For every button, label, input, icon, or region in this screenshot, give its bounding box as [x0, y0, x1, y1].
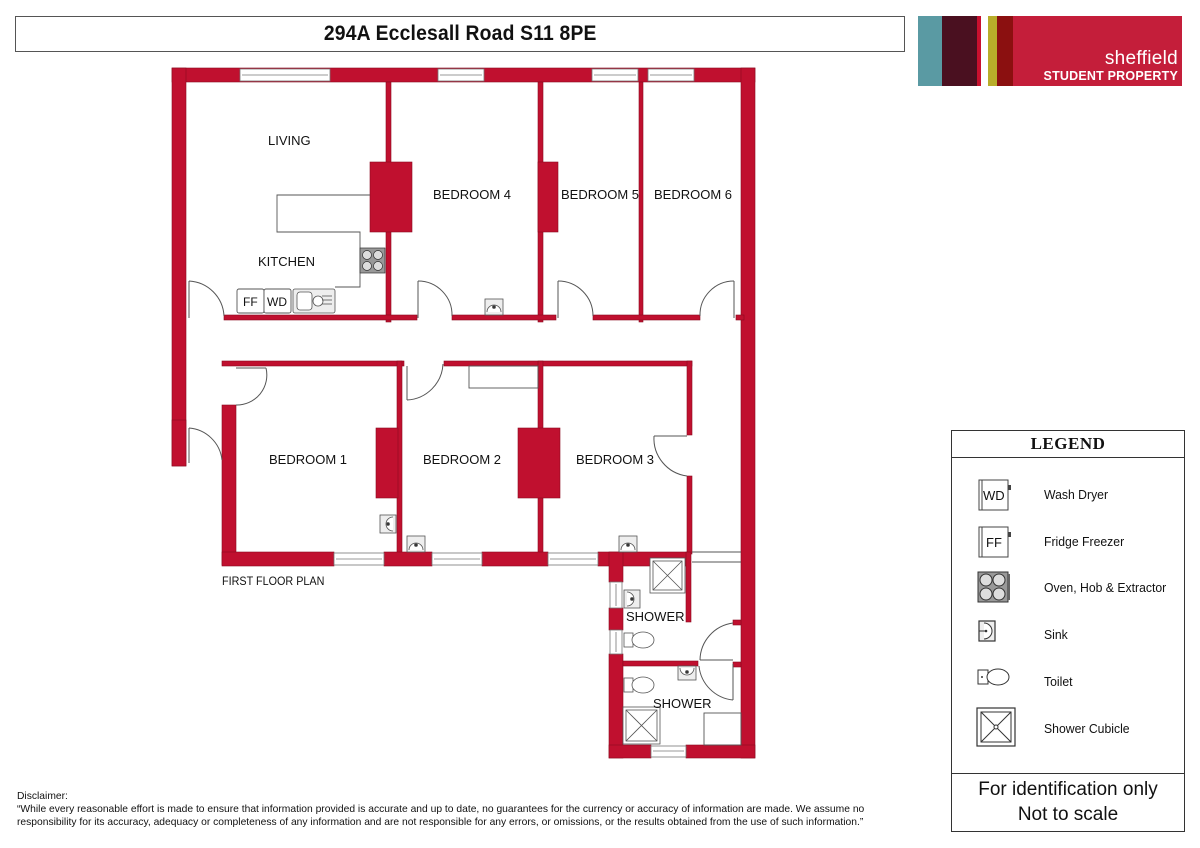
basin-bed1	[379, 514, 397, 534]
shower-cubicle-icon	[976, 707, 1016, 747]
disclaimer-text: “While every reasonable effort is made t…	[17, 804, 865, 828]
disclaimer-title: Disclaimer:	[17, 791, 68, 802]
shower-cubicle-1	[649, 557, 686, 594]
legend-item-fridge-freezer: FF Fridge Freezer	[952, 524, 1184, 564]
legend-label: Shower Cubicle	[1044, 721, 1130, 736]
page-title: 294A Ecclesall Road S11 8PE	[323, 22, 597, 45]
legend-label: Toilet	[1044, 674, 1073, 689]
logo-stripe-red	[977, 16, 981, 86]
svg-text:WD: WD	[983, 488, 1005, 503]
logo-stripe-olive	[988, 16, 997, 86]
room-label-bedroom-1: BEDROOM 1	[269, 452, 348, 467]
room-label-bedroom-5: BEDROOM 5	[561, 187, 640, 202]
basin-bed3	[618, 535, 638, 553]
logo-stripe-teal	[918, 16, 942, 86]
fridge-freezer-icon: FF	[978, 526, 1011, 558]
room-label-shower-2: SHOWER	[653, 696, 712, 711]
shower-cubicles	[622, 557, 686, 745]
logo-word: sheffield	[1104, 48, 1178, 69]
kitchen-sink-fixture	[292, 288, 336, 314]
toilets	[623, 631, 655, 694]
legend-footer-line1: For identification only	[978, 779, 1158, 800]
company-logo: sheffield STUDENT PROPERTY	[918, 16, 1182, 86]
logo-main: sheffield STUDENT PROPERTY	[1013, 16, 1182, 86]
doors	[188, 280, 735, 701]
windows	[239, 68, 695, 758]
toilet-shower2	[623, 676, 655, 694]
oven-hob-icon	[977, 571, 1010, 603]
legend-item-wash-dryer: WD Wash Dryer	[952, 477, 1184, 517]
legend-item-oven-hob: Oven, Hob & Extractor	[952, 570, 1184, 610]
kitchen-counters	[276, 194, 742, 746]
logo-subtitle: STUDENT PROPERTY	[1043, 69, 1178, 83]
basins	[379, 298, 697, 681]
legend-footer: For identification only Not to scale	[952, 773, 1184, 831]
legend-footer-line2: Not to scale	[1017, 804, 1119, 825]
basin-bed4	[484, 298, 504, 316]
legend-label: Wash Dryer	[1044, 487, 1109, 502]
legend-label: Fridge Freezer	[1044, 534, 1125, 549]
legend-item-sink: Sink	[952, 617, 1184, 657]
sink-icon	[978, 620, 996, 642]
legend-title: LEGEND	[952, 431, 1184, 458]
wash-dryer-icon: WD	[978, 479, 1011, 511]
room-label-bedroom-6: BEDROOM 6	[654, 187, 733, 202]
logo-stripe-maroon	[942, 16, 977, 86]
basin-shower1	[623, 589, 641, 609]
legend-label: Sink	[1044, 627, 1068, 642]
walls	[171, 67, 756, 759]
logo-stripe-darkred	[997, 16, 1013, 86]
room-label-bedroom-3: BEDROOM 3	[576, 452, 655, 467]
plan-caption: FIRST FLOOR PLAN	[222, 574, 325, 588]
basin-shower2	[677, 665, 697, 681]
toilet-icon	[977, 668, 1010, 686]
disclaimer: Disclaimer: “While every reasonable effo…	[17, 790, 917, 829]
logo-stripe-white	[981, 16, 988, 86]
svg-text:FF: FF	[986, 535, 1002, 550]
room-label-shower-1: SHOWER	[626, 609, 685, 624]
shower-cubicle-2	[622, 706, 661, 745]
room-label-kitchen: KITCHEN	[258, 254, 316, 269]
wd-label: WD	[267, 295, 287, 309]
room-label-bedroom-4: BEDROOM 4	[433, 187, 512, 202]
title-box: 294A Ecclesall Road S11 8PE	[15, 16, 905, 52]
basin-bed2	[406, 535, 426, 553]
ff-label: FF	[243, 295, 258, 309]
oven-hob-fixture	[359, 247, 386, 274]
room-label-living: LIVING	[268, 133, 311, 148]
room-label-bedroom-2: BEDROOM 2	[423, 452, 502, 467]
legend-label: Oven, Hob & Extractor	[1044, 580, 1167, 595]
legend-item-shower-cubicle: Shower Cubicle	[952, 707, 1184, 747]
legend-item-toilet: Toilet	[952, 664, 1184, 704]
toilet-shower1	[623, 631, 655, 649]
legend: LEGEND WD Wash Dryer FF Fridge Freezer O…	[951, 430, 1185, 832]
wash-dryer-fixture	[263, 288, 292, 314]
